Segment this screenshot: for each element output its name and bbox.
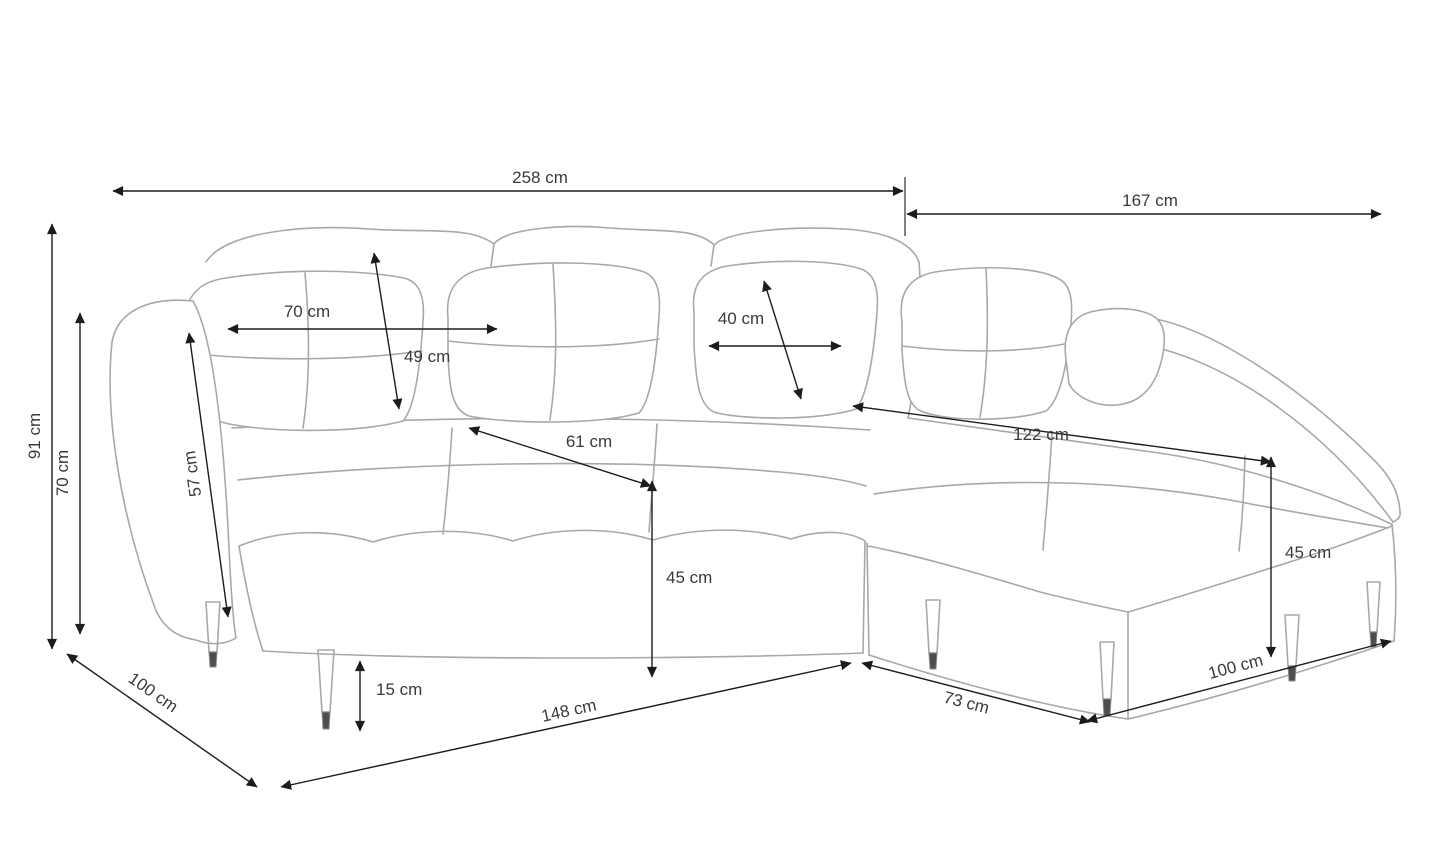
dim-chaise-seat-length: 122 cm [852, 402, 1272, 466]
dim-label-depth-right: 100 cm [1206, 650, 1265, 683]
dim-label-leg-height: 15 cm [376, 680, 422, 699]
dim-line-small-cushion-height [762, 280, 803, 400]
chaise-seam-vertical-2 [1238, 455, 1246, 552]
dim-label-seat-depth: 61 cm [566, 432, 612, 451]
dim-label-front-width: 148 cm [540, 695, 599, 725]
dim-label-chaise-seat-length: 122 cm [1013, 425, 1069, 444]
chaise-front-scallop-right [1127, 525, 1393, 613]
dim-seat-depth: 61 cm [468, 426, 652, 488]
back-cushion-middle-seam-v [549, 263, 557, 421]
dim-label-chaise-front-width: 73 cm [942, 688, 992, 718]
back-cushion-small [692, 260, 879, 419]
leg-chaise-front-foot [1102, 698, 1112, 717]
dim-chaise-seat-height: 45 cm [1265, 456, 1331, 658]
dim-depth-right: 100 cm [1086, 638, 1392, 724]
dim-label-overall-height: 91 cm [25, 413, 44, 459]
seat-seam-vertical-2 [648, 423, 658, 533]
dim-line-front-width [280, 660, 852, 790]
dim-label-seat-height: 45 cm [666, 568, 712, 587]
dim-back-cushion-height: 49 cm [370, 252, 450, 410]
dim-line-seat-depth [468, 426, 652, 488]
dim-total-width: 258 cm [112, 168, 906, 236]
dim-line-back-cushion-height [370, 252, 403, 410]
backrest-top-edge [205, 225, 920, 263]
leg-right-front [1284, 614, 1300, 667]
base-front-bottom-edge [262, 650, 864, 659]
dim-depth-left: 100 cm [66, 653, 258, 788]
dim-seat-height: 45 cm [646, 480, 712, 678]
dim-label-armrest-height: 70 cm [53, 450, 72, 496]
back-cushion-middle-seam-h [447, 338, 660, 348]
dim-armrest-height: 70 cm [53, 312, 86, 635]
dim-front-width: 148 cm [280, 660, 852, 790]
leg-chaise-rear [925, 599, 941, 654]
base-front-right-edge [862, 540, 866, 654]
sofa-outline [109, 225, 1401, 730]
seat-seam-vertical-1 [442, 427, 453, 535]
arm-cushion-right [1064, 307, 1166, 407]
chaise-seam-vertical-1 [1042, 431, 1053, 551]
dim-line-depth-left [66, 653, 258, 788]
dim-chaise-length: 167 cm [906, 191, 1382, 220]
backrest-seam-left [490, 243, 495, 267]
chaise-inner-corner-edge [866, 542, 870, 656]
dim-back-cushion-width: 70 cm [227, 302, 498, 335]
dim-label-back-cushion-width: 70 cm [284, 302, 330, 321]
leg-right-rear [1366, 581, 1381, 633]
dim-small-cushion-width: 40 cm [708, 280, 842, 400]
back-cushion-left [184, 270, 425, 432]
chaise-seam-horizontal [873, 481, 1389, 529]
leg-left-rear-foot [208, 651, 218, 668]
seat-front-scallop [238, 529, 866, 547]
dim-label-depth-left: 100 cm [125, 669, 182, 717]
chaise-front-bottom-edge [868, 654, 1129, 720]
dim-chaise-front-width: 73 cm [861, 660, 1091, 725]
dim-overall-height: 91 cm [25, 223, 58, 650]
leg-chaise-rear-foot [928, 652, 938, 670]
dim-line-chaise-front-width [861, 660, 1091, 725]
dim-label-back-cushion-height: 49 cm [404, 347, 450, 366]
leg-left-front [317, 649, 335, 713]
leg-left-front-foot [321, 711, 331, 730]
dim-line-backrest-depth [185, 332, 232, 618]
dim-label-chaise-seat-height: 45 cm [1285, 543, 1331, 562]
back-cushion-middle [446, 262, 661, 423]
dim-leg-height: 15 cm [354, 660, 422, 732]
dim-label-small-cushion-width: 40 cm [718, 309, 764, 328]
back-cushion-right-seam-h [901, 342, 1071, 352]
seat-seam-horizontal [237, 462, 867, 487]
base-front-left-edge [238, 545, 264, 652]
right-armrest [1144, 317, 1401, 523]
back-cushion-left-seam-v [302, 272, 310, 429]
dim-line-chaise-seat-length [852, 402, 1272, 466]
dim-line-depth-right [1086, 638, 1392, 724]
backrest-seam-right [710, 244, 715, 267]
dimension-annotations: 258 cm 167 cm 91 cm 70 cm 70 cm 49 cm 40… [25, 168, 1392, 790]
leg-chaise-front [1099, 641, 1115, 700]
chaise-right-bottom-edge [1127, 640, 1395, 720]
dim-label-total-width: 258 cm [512, 168, 568, 187]
chaise-front-scallop-left [867, 545, 1129, 613]
chaise-right-rear-edge [1391, 523, 1397, 642]
dim-label-chaise-length: 167 cm [1122, 191, 1178, 210]
